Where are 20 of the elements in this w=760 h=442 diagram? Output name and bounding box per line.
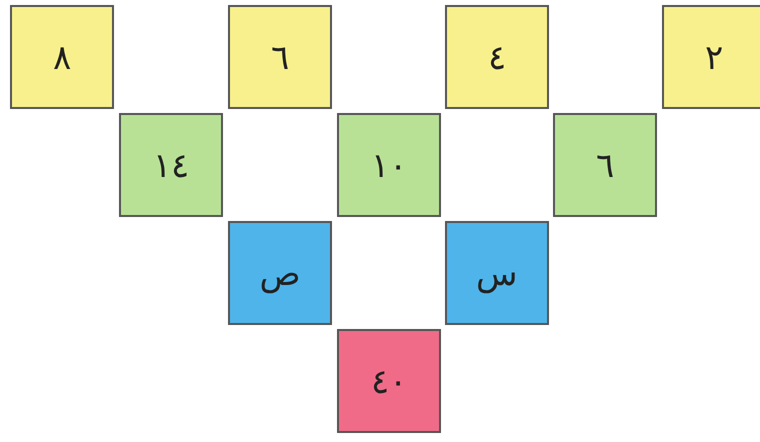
- number-box: [445, 5, 549, 109]
- box-value: ص: [260, 252, 300, 294]
- box-value: ٦: [596, 144, 614, 186]
- box-value: ٤٠: [371, 360, 407, 402]
- number-box: [119, 113, 223, 217]
- box-value: ١٤: [153, 144, 189, 186]
- number-box: [337, 329, 441, 433]
- box-value: ٢: [705, 36, 723, 78]
- number-box: [553, 113, 657, 217]
- box-value: ٦: [271, 36, 289, 78]
- number-box: [662, 5, 760, 109]
- number-box: [228, 5, 332, 109]
- box-value: س: [476, 252, 518, 294]
- number-box: [10, 5, 114, 109]
- number-box: [228, 221, 332, 325]
- number-box: [337, 113, 441, 217]
- box-value: ٤: [488, 36, 506, 78]
- number-box: [445, 221, 549, 325]
- box-value: ٨: [53, 36, 71, 78]
- box-value: ١٠: [371, 144, 407, 186]
